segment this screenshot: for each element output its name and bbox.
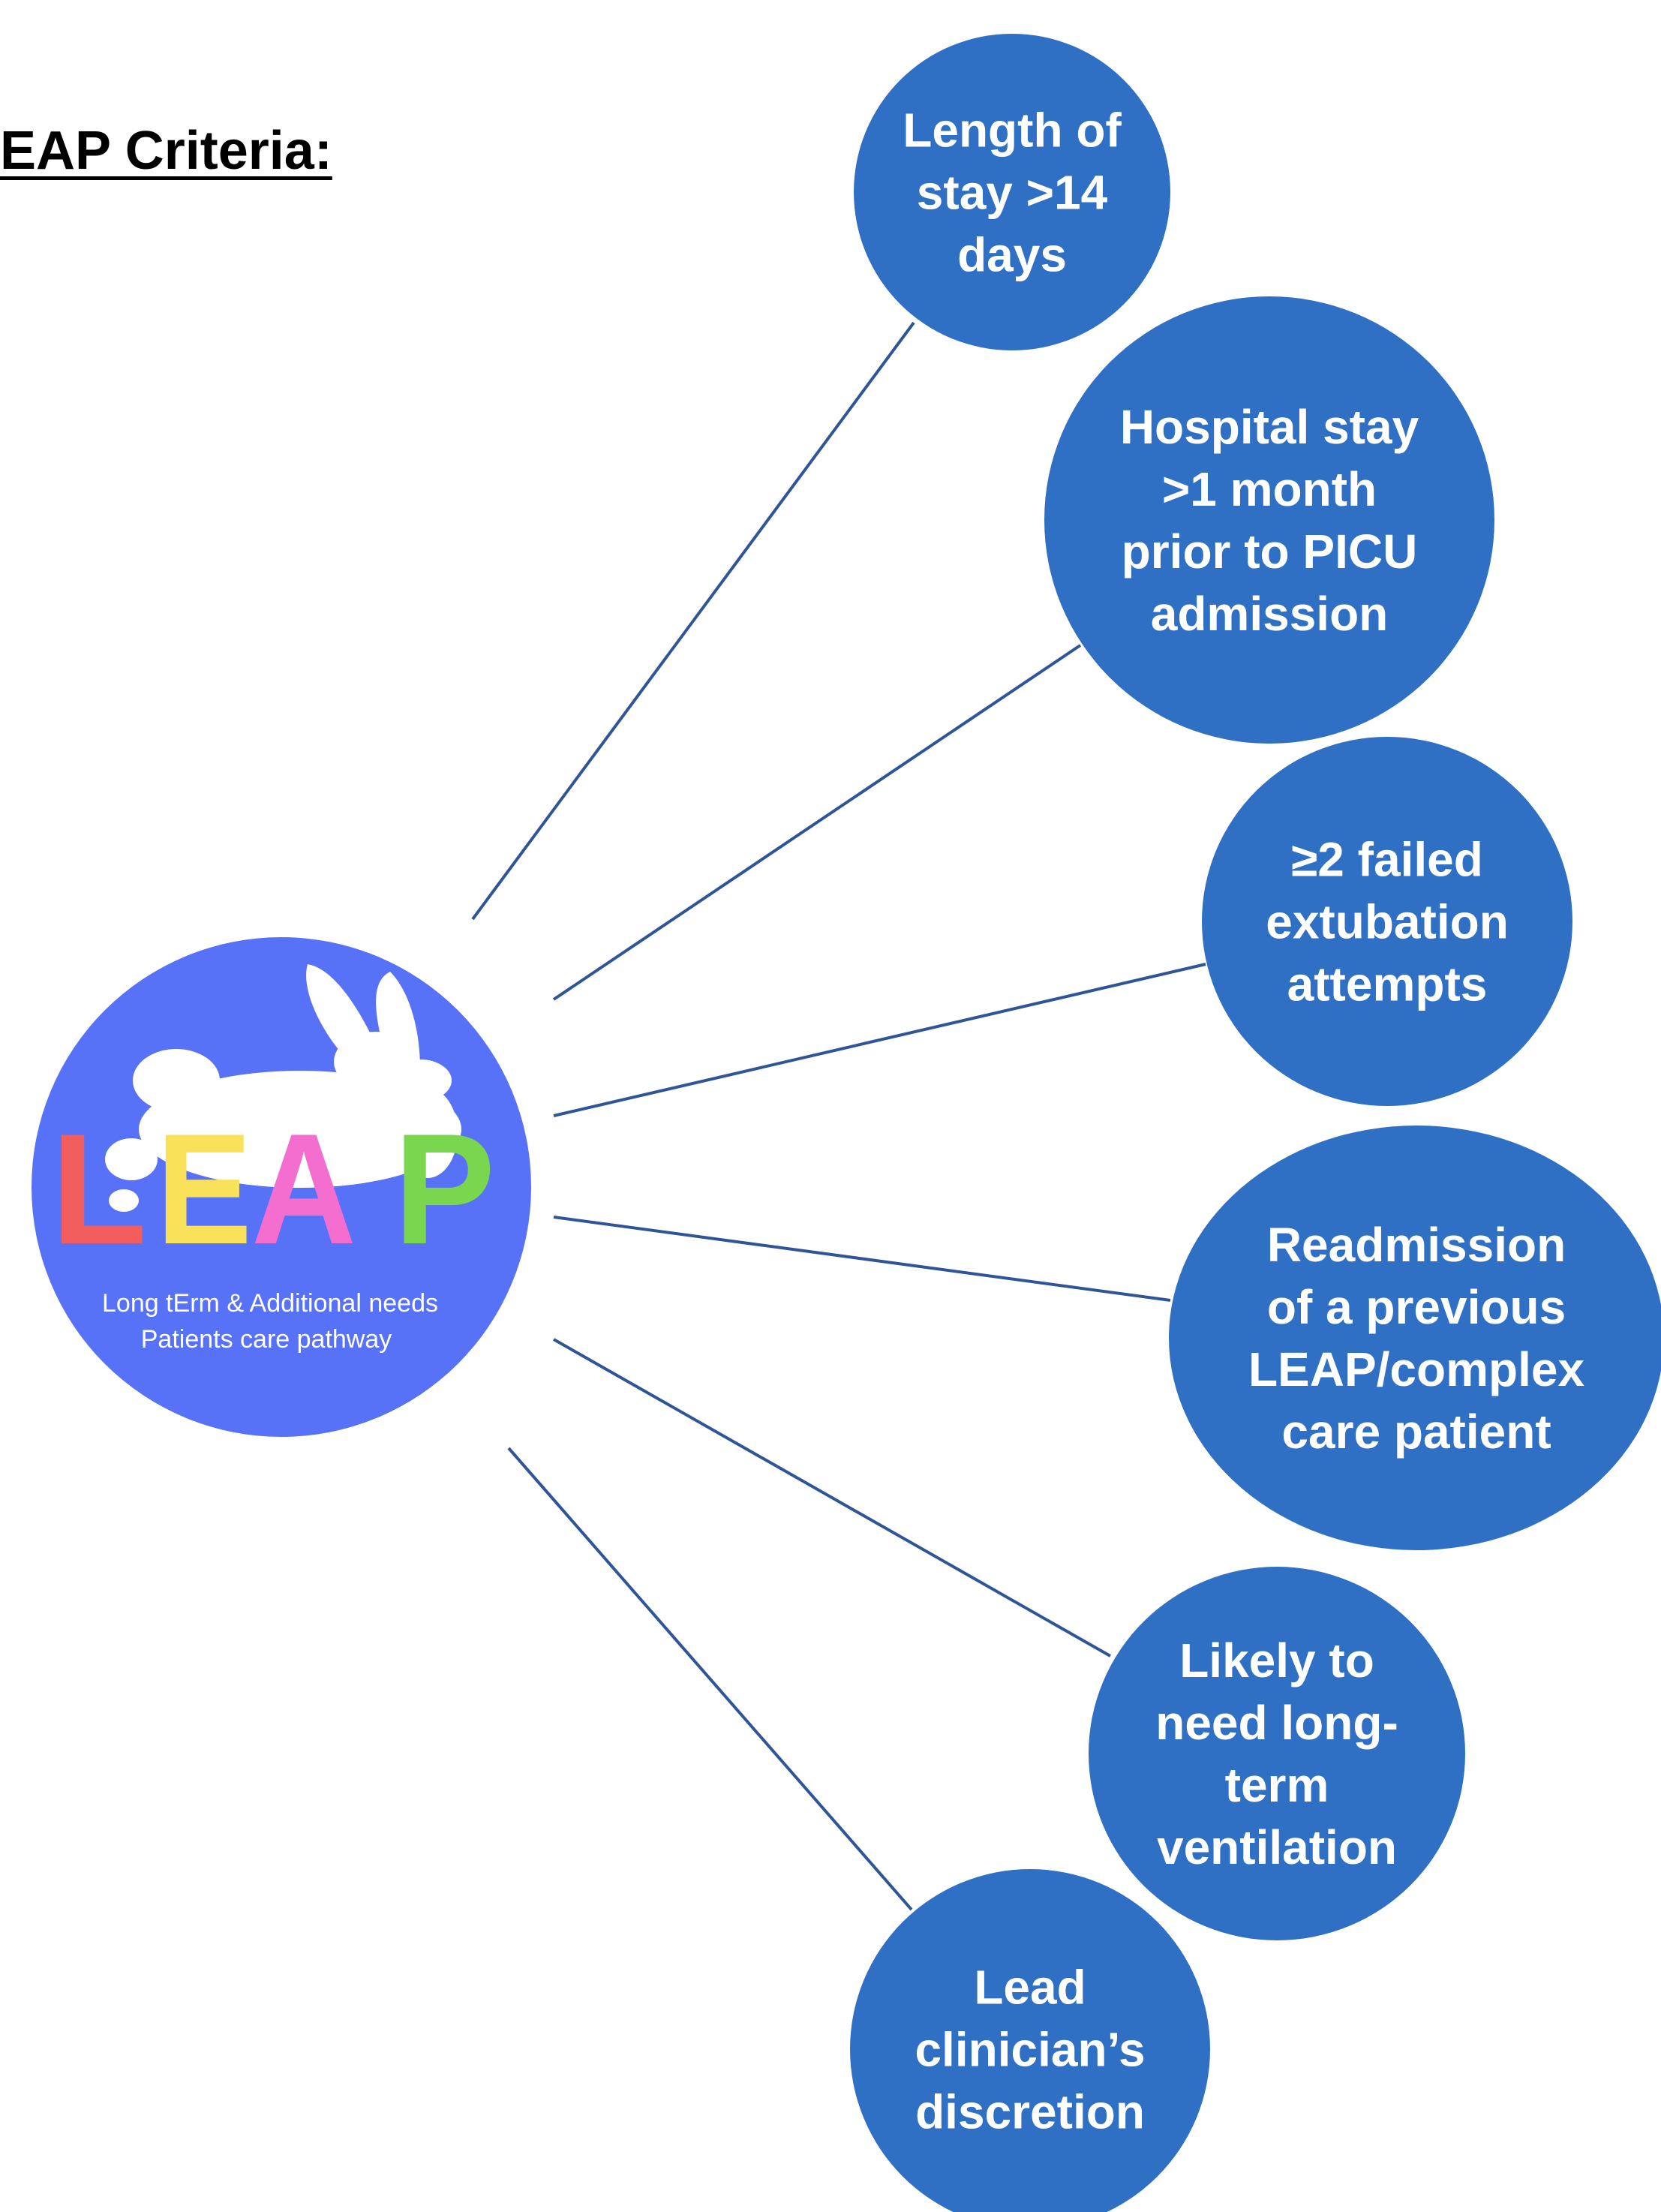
logo-letter-p: P — [394, 1101, 495, 1277]
criteria-node-text-line: prior to PICU — [1122, 524, 1418, 579]
criteria-node-circle — [854, 34, 1170, 350]
criteria-node-text-line: of a previous — [1267, 1280, 1566, 1334]
criteria-node-circle — [850, 1869, 1210, 2212]
connector-line-2 — [552, 644, 1082, 1001]
criteria-node-text-line: care patient — [1281, 1405, 1551, 1459]
criteria-node-text-line: Lead — [974, 1960, 1086, 2014]
criteria-node-text-line: admission — [1151, 587, 1389, 641]
criteria-node-1: Length of stay >14 days — [854, 34, 1170, 350]
criteria-node-text-line: ventilation — [1157, 1820, 1397, 1874]
connectors — [471, 321, 1206, 1911]
criteria-node-circle — [1044, 296, 1494, 744]
logo-letter-e: E — [156, 1101, 252, 1277]
logo-letter-l: L — [51, 1101, 147, 1277]
page-title: EAP Criteria: — [0, 121, 332, 181]
criteria-node-text-line: attempts — [1287, 957, 1488, 1011]
criteria-node-text-line: stay >14 — [917, 165, 1108, 219]
criteria-node-6: Lead clinician’s discretion — [850, 1869, 1210, 2212]
criteria-node-text-line: extubation — [1266, 894, 1509, 948]
criteria-node-text-line: need long- — [1155, 1696, 1398, 1750]
criteria-node-text-line: LEAP/complex — [1248, 1342, 1585, 1396]
criteria-node-text-line: Likely to — [1179, 1633, 1374, 1688]
criteria-node-text-line: Hospital stay — [1120, 400, 1419, 454]
criteria-node-text-line: discretion — [915, 2084, 1145, 2138]
logo-subtitle-line-2: Patients care pathway — [141, 1325, 392, 1354]
criteria-node-text-line: >1 month — [1162, 462, 1377, 516]
criteria-node-text-line: clinician’s — [915, 2022, 1145, 2076]
criteria-node-text-line: Readmission — [1267, 1218, 1566, 1272]
logo-subtitle-line-1: Long tErm & Additional needs — [102, 1289, 438, 1318]
connector-line-4 — [553, 1216, 1171, 1302]
criteria-node-3: ≥2 failed extubation attempts — [1202, 737, 1572, 1106]
criteria-node-text-line: Length of — [903, 103, 1122, 157]
criteria-node-text-line: days — [957, 227, 1067, 281]
rabbit-silhouette-icon — [105, 964, 461, 1212]
connector-line-6 — [507, 1447, 913, 1911]
logo-letter-a: A — [251, 1101, 356, 1277]
connector-line-3 — [553, 963, 1206, 1117]
criteria-node-5: Likely to need long-term ventilation — [1089, 1567, 1465, 1940]
criteria-node-circle — [1202, 737, 1572, 1106]
criteria-node-text-line: term — [1225, 1758, 1329, 1812]
connector-line-1 — [471, 321, 915, 921]
criteria-node-circle — [1169, 1126, 1661, 1550]
criteria-node-2: Hospital stay >1 month prior to PICU admiss… — [1044, 296, 1494, 744]
criteria-node-circle — [1089, 1567, 1465, 1940]
connector-line-5 — [553, 1338, 1111, 1657]
criteria-node-text-line: ≥2 failed — [1291, 832, 1483, 886]
